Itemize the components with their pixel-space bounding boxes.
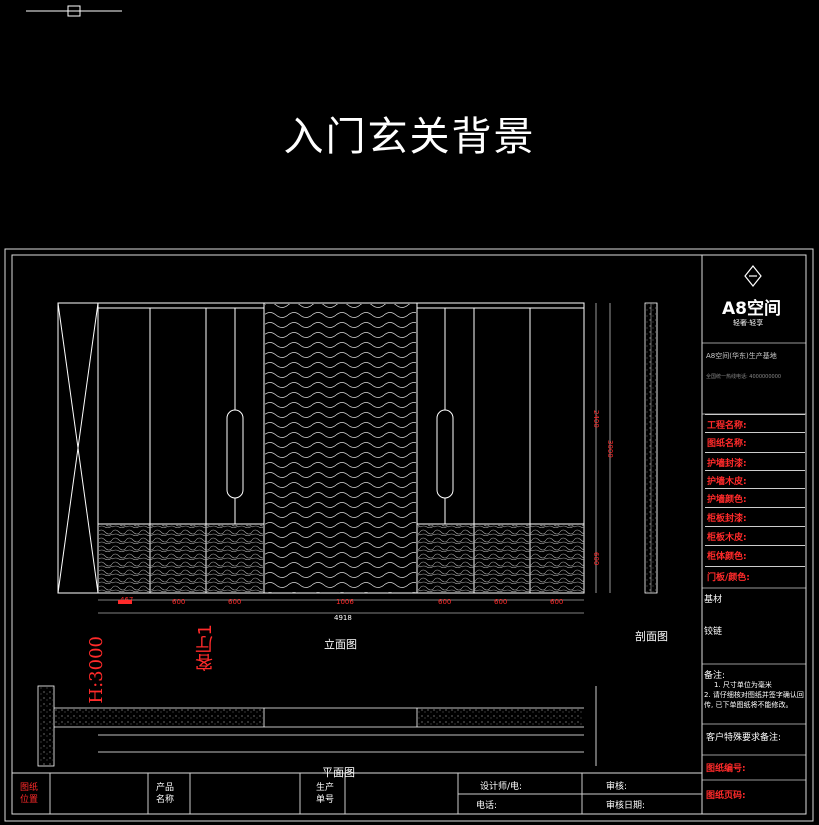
dim-6: 600 bbox=[438, 598, 452, 606]
note-2: 2. 请仔细核对图纸并签字确认回传, 已下单图纸将不能修改。 bbox=[704, 691, 804, 709]
row-board-paint: 柜板封漆: bbox=[707, 514, 747, 524]
note-1: 1. 尺寸单位为毫米 bbox=[714, 681, 772, 689]
row-wall-veneer: 护墙木皮: bbox=[707, 477, 747, 487]
dim-right-top: 2400 bbox=[592, 410, 600, 428]
footer-product: 产品名称 bbox=[156, 783, 175, 805]
mini-base: 基材 bbox=[704, 595, 723, 605]
grain-panel-right bbox=[418, 525, 584, 593]
row-cabinet-color: 柜体颜色: bbox=[707, 552, 747, 562]
row-board-veneer: 柜板木皮: bbox=[707, 533, 747, 543]
page-no: 图纸页码: bbox=[706, 791, 746, 801]
notes-title: 备注: bbox=[704, 671, 726, 681]
footer-location: 图纸位置 bbox=[20, 783, 39, 805]
dim-8: 600 bbox=[550, 598, 564, 606]
outer-frame bbox=[4, 248, 814, 822]
footer-review-date: 审核日期: bbox=[606, 801, 646, 811]
plan-caption: 平面图 bbox=[322, 766, 355, 779]
footer-order: 生产单号 bbox=[316, 783, 335, 805]
row-wall-paint: 护墙封漆: bbox=[707, 459, 747, 469]
inner-frame bbox=[11, 254, 807, 815]
elevation-caption: 立面图 bbox=[324, 638, 357, 651]
row-wall-color: 护墙颜色: bbox=[707, 495, 747, 505]
logo-icon bbox=[744, 265, 762, 287]
mini-hinge: 铰链 bbox=[704, 627, 723, 637]
dim-right-bottom: 600 bbox=[592, 552, 600, 566]
height-annotation: H:3000 bbox=[86, 636, 107, 704]
plan-view bbox=[37, 685, 597, 767]
brand-logo: A8空间 bbox=[722, 299, 781, 319]
page-title: 入门玄关背景 bbox=[283, 114, 536, 160]
brand-contact: 全国统一热线电话: 4000000000 bbox=[706, 374, 782, 380]
dim-center: 1006 bbox=[336, 598, 354, 606]
section-caption: 剖面图 bbox=[635, 630, 668, 643]
dim-2: 600 bbox=[172, 598, 186, 606]
customer-note: 客户特殊要求备注: bbox=[706, 733, 782, 743]
row-drawing: 图纸名称: bbox=[707, 439, 747, 449]
wave-panel bbox=[265, 304, 416, 593]
drawing-no: 图纸编号: bbox=[706, 764, 746, 774]
dim-total: 4918 bbox=[334, 614, 352, 622]
row-door-color: 门板/颜色: bbox=[707, 573, 750, 583]
footer-reviewer: 审核: bbox=[606, 782, 628, 792]
row-project: 工程名称: bbox=[707, 421, 747, 431]
dim-7: 600 bbox=[494, 598, 508, 606]
brand-tagline: 轻奢·轻享 bbox=[733, 319, 764, 327]
brand-company: A8空间(华东)生产基地 bbox=[706, 352, 777, 360]
dim-1: 467 bbox=[120, 596, 134, 604]
footer-designer: 设计师/电: bbox=[480, 782, 523, 792]
room-annotation: 客厅1 bbox=[195, 624, 216, 672]
footer-phone: 电话: bbox=[476, 801, 498, 811]
dim-3: 600 bbox=[228, 598, 242, 606]
elevation-view bbox=[57, 302, 585, 594]
grain-panel-left bbox=[99, 525, 263, 593]
dim-right-total: 3000 bbox=[606, 440, 614, 458]
